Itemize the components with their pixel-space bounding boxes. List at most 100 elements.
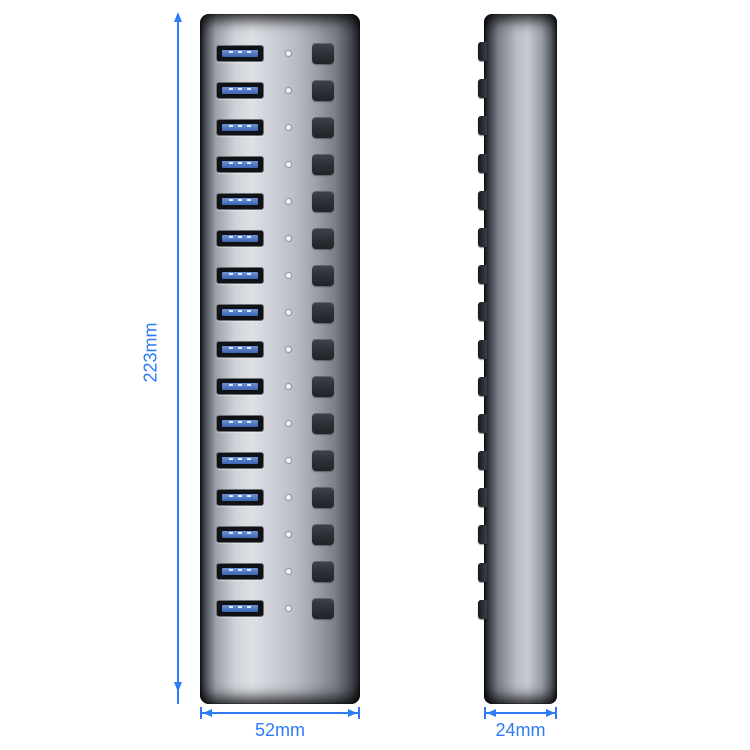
led-indicator [285,383,291,389]
power-switch-button [312,301,334,323]
usb-port-tongue [222,49,258,57]
side-switch-button [478,451,487,471]
side-switch-button [478,190,487,210]
depth-dimension-label: 24mm [495,720,546,740]
usb-port-tongue [222,419,258,427]
side-buttons [478,42,488,619]
arrow-down-icon [174,682,182,692]
arrow-left-icon [487,709,496,717]
led-indicator [285,198,291,204]
usb-port [216,451,264,469]
power-switch-button [312,264,334,286]
hub-side-view [478,14,557,704]
usb-port [216,155,264,173]
depth-dimension-line [484,712,557,714]
side-switch-button [478,42,487,61]
usb-port [216,81,264,99]
power-switch-button [312,523,334,545]
port-row [200,79,360,101]
arrow-right-icon [348,709,357,717]
dimension-tick [200,707,202,719]
side-switch-button [478,153,487,173]
port-row [200,597,360,619]
usb-port [216,525,264,543]
led-indicator [285,235,291,241]
power-switch-button [312,190,334,212]
usb-port [216,44,264,62]
port-row [200,449,360,471]
power-switch-button [312,560,334,582]
side-switch-button [478,302,487,322]
power-switch-button [312,153,334,175]
side-switch-button [478,116,487,136]
hub-front-view [200,14,360,704]
side-switch-button [478,227,487,247]
height-dimension-label: 223mm [140,322,161,383]
power-switch-button [312,597,334,619]
led-indicator [285,568,291,574]
width-dimension-label: 52mm [254,720,305,740]
led-indicator [285,457,291,463]
usb-port-tongue [222,567,258,575]
led-indicator [285,420,291,426]
usb-port-tongue [222,271,258,279]
front-ports [200,42,360,619]
arrow-left-icon [203,709,212,717]
led-indicator [285,124,291,130]
usb-port-tongue [222,123,258,131]
dimension-tick [555,707,557,719]
power-switch-button [312,449,334,471]
power-switch-button [312,42,334,64]
usb-port-tongue [222,604,258,612]
usb-port [216,562,264,580]
side-switch-button [478,413,487,433]
dimension-tick [358,707,360,719]
led-indicator [285,346,291,352]
power-switch-button [312,116,334,138]
led-indicator [285,161,291,167]
usb-port [216,266,264,284]
side-switch-button [478,525,487,545]
usb-port [216,192,264,210]
side-switch-button [478,562,487,582]
port-row [200,264,360,286]
port-row [200,375,360,397]
usb-port-tongue [222,160,258,168]
usb-port-tongue [222,530,258,538]
side-switch-button [478,376,487,396]
usb-port-tongue [222,234,258,242]
width-dimension-line [200,712,360,714]
port-row [200,338,360,360]
usb-port [216,377,264,395]
port-row [200,523,360,545]
port-row [200,412,360,434]
power-switch-button [312,79,334,101]
side-switch-button [478,339,487,359]
usb-port-tongue [222,493,258,501]
power-switch-button [312,227,334,249]
usb-port-tongue [222,86,258,94]
led-indicator [285,87,291,93]
port-row [200,153,360,175]
led-indicator [285,272,291,278]
arrow-right-icon [546,709,555,717]
side-switch-button [478,265,487,285]
led-indicator [285,50,291,56]
usb-port-tongue [222,456,258,464]
led-indicator [285,605,291,611]
power-switch-button [312,338,334,360]
usb-port [216,340,264,358]
led-indicator [285,531,291,537]
usb-port-tongue [222,382,258,390]
arrow-up-icon [174,12,182,22]
usb-port [216,229,264,247]
usb-port-tongue [222,197,258,205]
usb-port [216,488,264,506]
usb-port-tongue [222,308,258,316]
height-dimension-line [177,14,179,704]
usb-port-tongue [222,345,258,353]
power-switch-button [312,486,334,508]
side-switch-button [478,599,487,619]
side-switch-button [478,79,487,99]
